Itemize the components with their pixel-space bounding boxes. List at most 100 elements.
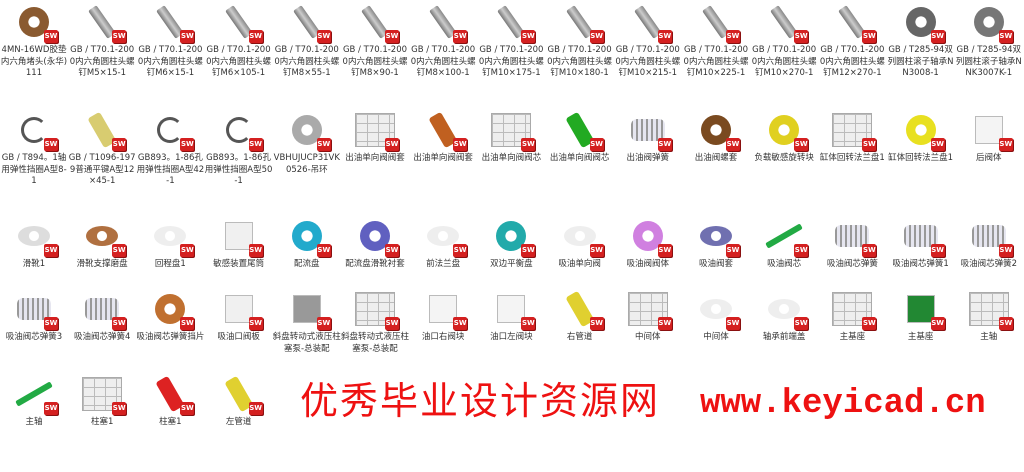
- file-name: GB / T285-94双列圆柱滚子轴承NNK3007K-1: [955, 45, 1022, 78]
- solidworks-badge-icon: SW: [521, 138, 536, 151]
- disk-part-icon: [563, 226, 596, 246]
- file-thumbnail: [14, 289, 54, 329]
- file-name: GB893。1-86孔用弹性挡圈A型50-1: [204, 153, 273, 186]
- file-name: 吸油口阀板: [217, 332, 260, 342]
- file-item[interactable]: SW GB / T70.1-2000内六角圆柱头螺钉M5×15-1: [68, 0, 136, 100]
- solidworks-badge-icon: SW: [794, 138, 809, 151]
- disk-part-icon: [18, 226, 50, 246]
- solidworks-badge-icon: SW: [998, 138, 1013, 151]
- file-thumbnail: [969, 110, 1009, 150]
- file-item[interactable]: SW 柱塞1: [68, 372, 136, 472]
- file-thumbnail: [696, 216, 736, 256]
- file-name: 吸油阀阀体: [626, 259, 670, 269]
- file-name: 柱塞1: [90, 417, 114, 427]
- file-name: 轴承前端盖: [762, 332, 806, 342]
- file-name: 前法兰盘: [426, 259, 461, 269]
- solidworks-badge-icon: SW: [112, 30, 127, 43]
- file-thumbnail: [901, 216, 941, 256]
- file-name: 配流盘: [294, 259, 320, 269]
- solidworks-badge-icon: SW: [726, 30, 740, 43]
- solidworks-badge-icon: SW: [589, 30, 604, 43]
- file-name: GB / T70.1-2000内六角圆柱头螺钉M8×90-1: [342, 45, 408, 78]
- file-name: 主轴: [25, 417, 43, 427]
- file-name: 吸油阀芯弹簧3: [5, 332, 63, 342]
- solidworks-badge-icon: SW: [180, 402, 195, 415]
- file-name: GB / T70.1-2000内六角圆柱头螺钉M5×15-1: [69, 45, 135, 78]
- solidworks-badge-icon: SW: [385, 317, 399, 330]
- file-thumbnail: [628, 110, 668, 150]
- file-name: 4MN-16WD胶垫内六角堵头(永华)111: [0, 45, 68, 78]
- file-name: 出油单向阀阀套: [413, 153, 473, 163]
- file-name: 出油阀螺套: [694, 153, 738, 163]
- solidworks-badge-icon: SW: [112, 402, 127, 415]
- file-name: 双边平衡盘: [490, 259, 533, 269]
- solidworks-badge-icon: SW: [726, 244, 740, 257]
- solidworks-badge-icon: SW: [930, 138, 945, 151]
- file-name: GB / T1096-1979普通平键A型12×45-1: [68, 153, 136, 186]
